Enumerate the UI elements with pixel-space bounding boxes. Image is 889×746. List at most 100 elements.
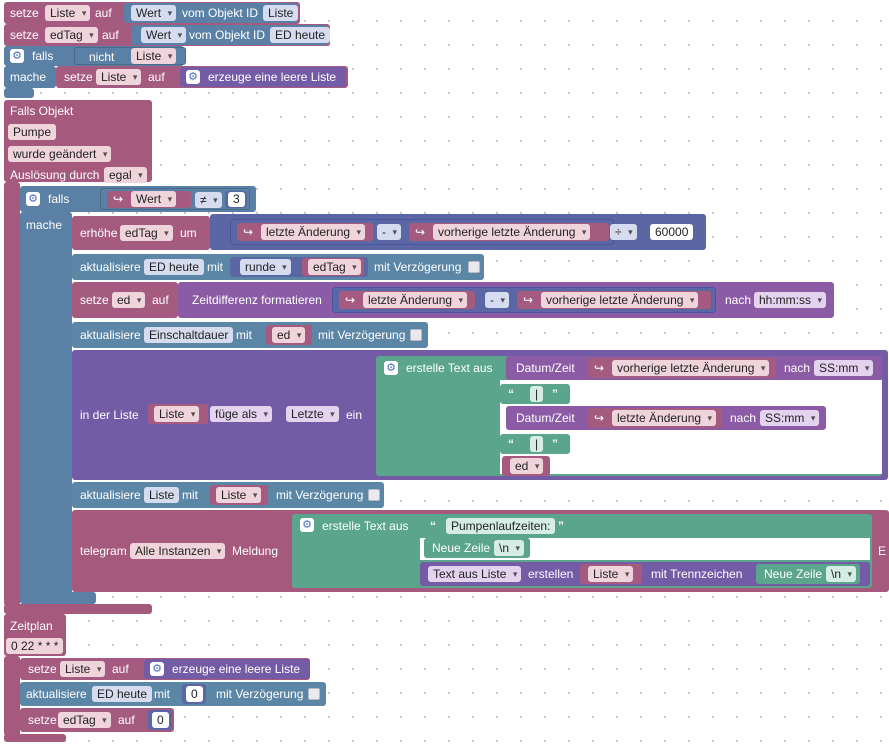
get-value-block[interactable]: Wert vom Objekt ID Liste xyxy=(124,3,299,23)
update-state-block[interactable]: aktualisiere ED heute mit runde edTag mi… xyxy=(72,254,484,280)
set-liste-empty-block-2[interactable]: setze Liste auf ⚙ erzeuge eine leere Lis… xyxy=(20,658,310,680)
number-block[interactable]: 60000 xyxy=(646,222,702,242)
variable-block[interactable]: ed xyxy=(266,325,312,345)
format-dropdown[interactable]: hh:mm:ss xyxy=(754,292,827,308)
object-id-field[interactable]: Einschaltdauer xyxy=(144,327,234,343)
number-field[interactable]: 0 xyxy=(186,686,203,702)
gear-icon[interactable]: ⚙ xyxy=(186,70,200,84)
variable-dropdown[interactable]: ed xyxy=(112,292,146,308)
number-block[interactable]: 0 xyxy=(182,684,206,704)
time-diff-block[interactable]: Zeitdifferenz formatieren ↪ letzte Änder… xyxy=(178,282,834,318)
increment-block[interactable]: erhöhe edTag um xyxy=(72,216,210,250)
get-value-block[interactable]: Wert vom Objekt ID ED heute xyxy=(131,25,331,45)
last-change-dropdown[interactable]: letzte Änderung xyxy=(261,224,366,240)
prev-change-block[interactable]: ↪ vorherige letzte Änderung xyxy=(588,358,776,378)
gear-icon[interactable]: ⚙ xyxy=(300,518,314,532)
gear-icon[interactable]: ⚙ xyxy=(384,361,398,375)
number-block[interactable]: 3 xyxy=(225,191,247,208)
text-literal-block[interactable]: “ Pumpenlaufzeiten: ” xyxy=(424,516,578,536)
text-field[interactable]: | xyxy=(530,436,544,452)
variable-dropdown[interactable]: Liste xyxy=(154,406,200,422)
number-field[interactable]: 3 xyxy=(228,192,245,207)
prev-change-dropdown[interactable]: vorherige letzte Änderung xyxy=(612,360,770,376)
newline-dropdown[interactable]: \n xyxy=(494,540,525,556)
datetime-block-2[interactable]: Datum/Zeit ↪ letzte Änderung nach SS:mm xyxy=(506,406,826,430)
object-id-field[interactable]: Pumpe xyxy=(8,124,57,140)
variable-dropdown[interactable]: edTag xyxy=(308,259,361,275)
variable-dropdown[interactable]: Liste xyxy=(60,661,106,677)
object-id-field[interactable]: ED heute xyxy=(144,259,205,275)
last-change-block[interactable]: ↪ letzte Änderung xyxy=(588,408,722,428)
variable-dropdown[interactable]: edTag xyxy=(45,27,98,43)
delay-checkbox[interactable] xyxy=(468,261,480,273)
create-empty-list-block[interactable]: ⚙ erzeuge eine leere Liste xyxy=(144,659,310,679)
newline-dropdown[interactable]: \n xyxy=(826,566,857,582)
number-field[interactable]: 0 xyxy=(152,712,169,728)
datetime-block[interactable]: Datum/Zeit ↪ vorherige letzte Änderung n… xyxy=(506,356,882,380)
round-block[interactable]: runde edTag xyxy=(230,257,368,277)
object-id-field[interactable]: ED heute xyxy=(92,686,153,702)
variable-block[interactable]: Liste xyxy=(210,485,268,505)
minus-operator[interactable]: - xyxy=(377,224,401,240)
if-block-2[interactable]: ⚙ falls ↪ Wert ≠ 3 xyxy=(20,186,256,212)
last-change-dropdown[interactable]: letzte Änderung xyxy=(363,292,468,308)
variable-dropdown[interactable]: edTag xyxy=(120,225,173,241)
variable-dropdown[interactable]: edTag xyxy=(58,712,111,728)
number-block[interactable]: 0 xyxy=(148,710,172,730)
prev-change-dropdown[interactable]: vorherige letzte Änderung xyxy=(541,292,699,308)
if-block[interactable]: ⚙ falls nicht Liste xyxy=(4,46,186,66)
text-from-list-block[interactable]: Text aus Liste erstellen Liste mit Trenn… xyxy=(420,562,870,586)
set-liste-block[interactable]: setze Liste auf Wert vom Objekt ID Liste xyxy=(4,2,300,24)
compare-block[interactable]: ↪ Wert ≠ 3 xyxy=(100,188,250,210)
variable-block[interactable]: ed xyxy=(502,456,550,476)
delay-checkbox[interactable] xyxy=(368,489,380,501)
create-empty-list-block[interactable]: ⚙ erzeuge eine leere Liste xyxy=(180,67,346,87)
schedule-block[interactable]: Zeitplan 0 22 * * * xyxy=(4,614,66,656)
delay-checkbox[interactable] xyxy=(308,688,320,700)
text-literal-block-2[interactable]: “ | ” xyxy=(500,434,570,454)
trigger-attribute-dropdown[interactable]: Wert xyxy=(131,191,177,207)
variable-dropdown[interactable]: Liste xyxy=(588,566,634,582)
text-field[interactable]: Pumpenlaufzeiten: xyxy=(446,518,556,534)
set-edtag-block-2[interactable]: setze edTag auf 0 xyxy=(20,708,174,732)
object-id-value[interactable]: ED heute xyxy=(270,27,331,43)
minus-block[interactable]: ↪ letzte Änderung - ↪ vorherige letzte Ä… xyxy=(332,287,716,313)
attribute-dropdown[interactable]: Wert xyxy=(141,27,187,43)
trigger-header[interactable]: Falls Objekt Pumpe wurde geändert Auslös… xyxy=(4,100,152,182)
set-edtag-block[interactable]: setze edTag auf Wert vom Objekt ID ED he… xyxy=(4,24,331,46)
insert-mode-dropdown[interactable]: füge als xyxy=(210,406,273,422)
cron-field[interactable]: 0 22 * * * xyxy=(6,638,64,654)
round-dropdown[interactable]: runde xyxy=(240,259,291,275)
text-from-list-dropdown[interactable]: Text aus Liste xyxy=(428,566,522,582)
prev-change-dropdown[interactable]: vorherige letzte Änderung xyxy=(433,224,591,240)
minus-operator[interactable]: - xyxy=(485,292,509,308)
trigger-value-block[interactable]: ↪ Wert xyxy=(107,191,191,208)
newline-block[interactable]: Neue Zeile \n xyxy=(424,538,530,558)
attribute-dropdown[interactable]: Wert xyxy=(131,5,177,21)
last-change-block[interactable]: ↪ letzte Änderung xyxy=(237,223,373,241)
prev-change-block[interactable]: ↪ vorherige letzte Änderung xyxy=(517,291,711,309)
variable-dropdown[interactable]: Liste xyxy=(45,5,91,21)
delay-checkbox[interactable] xyxy=(410,329,422,341)
object-id-value[interactable]: Liste xyxy=(263,5,299,21)
format-dropdown[interactable]: SS:mm xyxy=(760,410,820,426)
update-state-block-2[interactable]: aktualisiere Einschaltdauer mit ed mit V… xyxy=(72,322,428,348)
insert-position-dropdown[interactable]: Letzte xyxy=(286,406,339,422)
object-id-field[interactable]: Liste xyxy=(144,487,180,503)
text-literal-block[interactable]: “ | ” xyxy=(500,384,570,404)
update-state-block-4[interactable]: aktualisiere ED heute mit 0 mit Verzöger… xyxy=(20,682,326,706)
gear-icon[interactable]: ⚙ xyxy=(26,192,40,206)
divide-operator[interactable]: ÷ xyxy=(610,224,637,240)
instance-dropdown[interactable]: Alle Instanzen xyxy=(130,543,226,559)
variable-dropdown[interactable]: ed xyxy=(272,327,306,343)
variable-dropdown[interactable]: Liste xyxy=(131,48,177,64)
variable-dropdown[interactable]: Liste xyxy=(96,69,142,85)
last-change-dropdown[interactable]: letzte Änderung xyxy=(612,410,717,426)
number-field[interactable]: 60000 xyxy=(650,224,694,240)
variable-block[interactable]: edTag xyxy=(302,258,364,276)
minus-block[interactable]: ↪ letzte Änderung - ↪ vorherige letzte Ä… xyxy=(230,219,614,245)
variable-dropdown[interactable]: ed xyxy=(510,458,544,474)
prev-change-block[interactable]: ↪ vorherige letzte Änderung xyxy=(409,223,609,241)
last-change-block[interactable]: ↪ letzte Änderung xyxy=(339,291,475,309)
divide-block[interactable]: ↪ letzte Änderung - ↪ vorherige letzte Ä… xyxy=(210,214,706,250)
